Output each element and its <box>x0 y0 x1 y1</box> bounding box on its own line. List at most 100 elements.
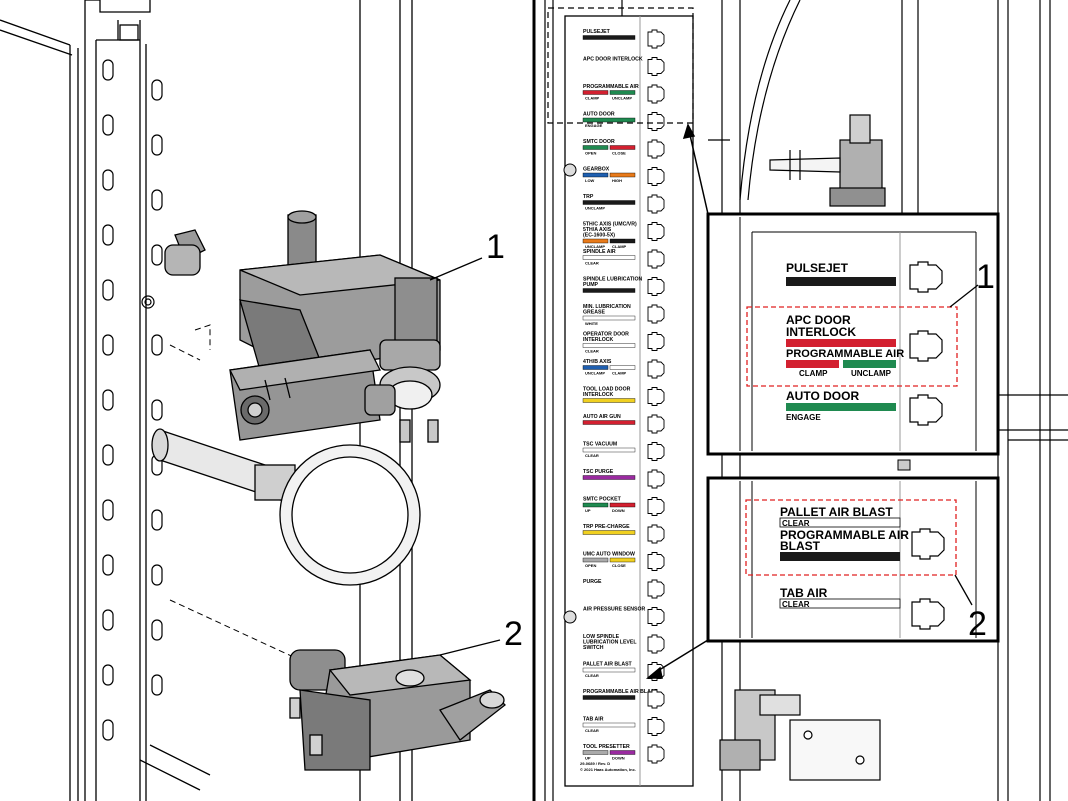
panel-row: AIR PRESSURE SENSOR <box>583 607 665 626</box>
panel-color-bar <box>582 172 609 178</box>
panel-row-label: OPERATOR DOOR <box>583 332 629 338</box>
panel-row: 4TH/B AXIS UNCLAMP CLAMP <box>582 359 665 379</box>
highlight-box-top <box>547 7 694 124</box>
panel-port <box>647 359 665 379</box>
panel-sub-label: UNCLAMP <box>585 244 605 249</box>
panel-color-bar <box>582 200 636 205</box>
panel-color-bar <box>582 502 609 508</box>
z1-red-highlight <box>746 306 958 387</box>
panel-row-label: PROGRAMMABLE AIR BLAST <box>583 689 658 695</box>
z1-engage-label: ENGAGE <box>786 413 821 422</box>
panel-row: 5TH/C AXIS (UMC/VR)5TH/A AXIS(EC-1600-5X… <box>582 222 665 249</box>
z1-unclamp-bar <box>843 360 896 368</box>
panel-row: PROGRAMMABLE AIR BLAST <box>582 689 665 709</box>
panel-color-bar <box>582 530 636 535</box>
panel-row-label: INTERLOCK <box>583 337 614 343</box>
callout-2-left: 2 <box>504 615 523 653</box>
panel-port <box>647 194 665 214</box>
panel-port <box>647 579 665 599</box>
panel-color-bar <box>582 557 609 563</box>
panel-row: TSC PURGE <box>582 469 665 489</box>
panel-row-label: TAB AIR <box>583 717 604 723</box>
panel-port <box>647 332 665 351</box>
panel-row-label: PROGRAMMABLE AIR <box>583 84 639 90</box>
panel-port <box>647 57 665 76</box>
panel-color-bar <box>582 90 609 95</box>
panel-row-label: 5TH/A AXIS <box>583 227 612 233</box>
panel-row-label: PALLET AIR BLAST <box>583 662 633 668</box>
left-view: 1 2 <box>0 0 523 801</box>
callout-1-left: 1 <box>486 228 505 266</box>
panel-color-bar <box>609 90 636 95</box>
solenoid-assembly-2 <box>139 649 506 791</box>
panel-row-label: 4TH/B AXIS <box>583 359 612 365</box>
panel-port <box>647 277 665 296</box>
panel-port <box>647 249 665 269</box>
panel-sub-label: CLAMP <box>612 371 627 376</box>
panel-port <box>647 497 665 516</box>
panel-sub-label: UNCLAMP <box>612 96 632 101</box>
panel-port <box>647 717 665 736</box>
panel-row-label: 5TH/C AXIS (UMC/VR) <box>583 222 637 228</box>
panel-color-bar <box>582 343 636 348</box>
zoom-panel-2: PALLET AIR BLAST CLEAR PROGRAMMABLE AIR … <box>706 476 1000 643</box>
panel-row-label: TRP <box>583 194 594 200</box>
panel-color-bar <box>582 255 636 260</box>
panel-row-label: PURGE <box>583 579 602 585</box>
panel-color-bar <box>582 398 636 403</box>
panel-sub-label: OPEN <box>585 151 596 156</box>
z1-unclamp-label: UNCLAMP <box>851 369 892 378</box>
panel-row-label: PUMP <box>583 282 599 288</box>
panel-sub-label: CLEAR <box>585 453 599 458</box>
panel-row-label: TOOL LOAD DOOR <box>583 387 631 393</box>
panel-row-label: SPINDLE AIR <box>583 249 616 255</box>
z1-port-3 <box>909 394 943 426</box>
panel-sub-label: DOWN <box>612 508 625 513</box>
panel-color-bar <box>609 172 636 178</box>
panel-row: AUTO DOOR ENGAGE <box>582 112 665 131</box>
z1-pulsejet-bar <box>786 277 896 286</box>
z1-apc-bar <box>786 339 896 347</box>
panel-port <box>647 744 665 764</box>
panel-sub-label: UNCLAMP <box>585 371 605 376</box>
z2-tab-air-label: TAB AIR <box>780 586 828 600</box>
panel-row-label: INTERLOCK <box>583 392 614 398</box>
z2-prog-bar <box>780 552 900 561</box>
panel-port <box>647 414 665 434</box>
panel-sub-label: HIGH <box>612 178 622 183</box>
panel-row-label: (EC-1600-5X) <box>583 233 615 239</box>
z2-port-1 <box>911 528 945 560</box>
panel-sub-label: CLAMP <box>612 244 627 249</box>
panel-sub-label: ENGAGE <box>585 123 603 128</box>
panel-port <box>647 469 665 489</box>
panel-color-bar <box>582 722 636 728</box>
panel-row-label: TSC PURGE <box>583 469 614 475</box>
panel-footer-1: 29-0689 / Rev. D <box>580 761 610 766</box>
z1-auto-door-bar <box>786 403 896 411</box>
z2-clear-bar-2 <box>779 598 901 609</box>
z2-port-2 <box>911 598 945 630</box>
zoom-panel-1: PULSEJET APC DOOR INTERLOCK PROGRAMMABLE… <box>706 212 1000 456</box>
z1-clamp-label: CLAMP <box>799 369 828 378</box>
panel-color-bar <box>609 145 636 150</box>
panel-row-label: AUTO DOOR <box>583 112 615 118</box>
pressure-gauge <box>151 428 421 586</box>
panel-color-bar <box>582 475 636 480</box>
panel-sub-label: DOWN <box>612 756 625 761</box>
panel-row-label: AUTO AIR GUN <box>583 414 621 420</box>
panel-port <box>647 442 665 461</box>
callout-1-right: 1 <box>976 258 995 296</box>
panel-row: AUTO AIR GUN <box>582 414 665 434</box>
zoom-arrows <box>645 123 709 679</box>
z1-pulsejet-label: PULSEJET <box>786 261 849 275</box>
z1-port-1 <box>909 261 943 293</box>
